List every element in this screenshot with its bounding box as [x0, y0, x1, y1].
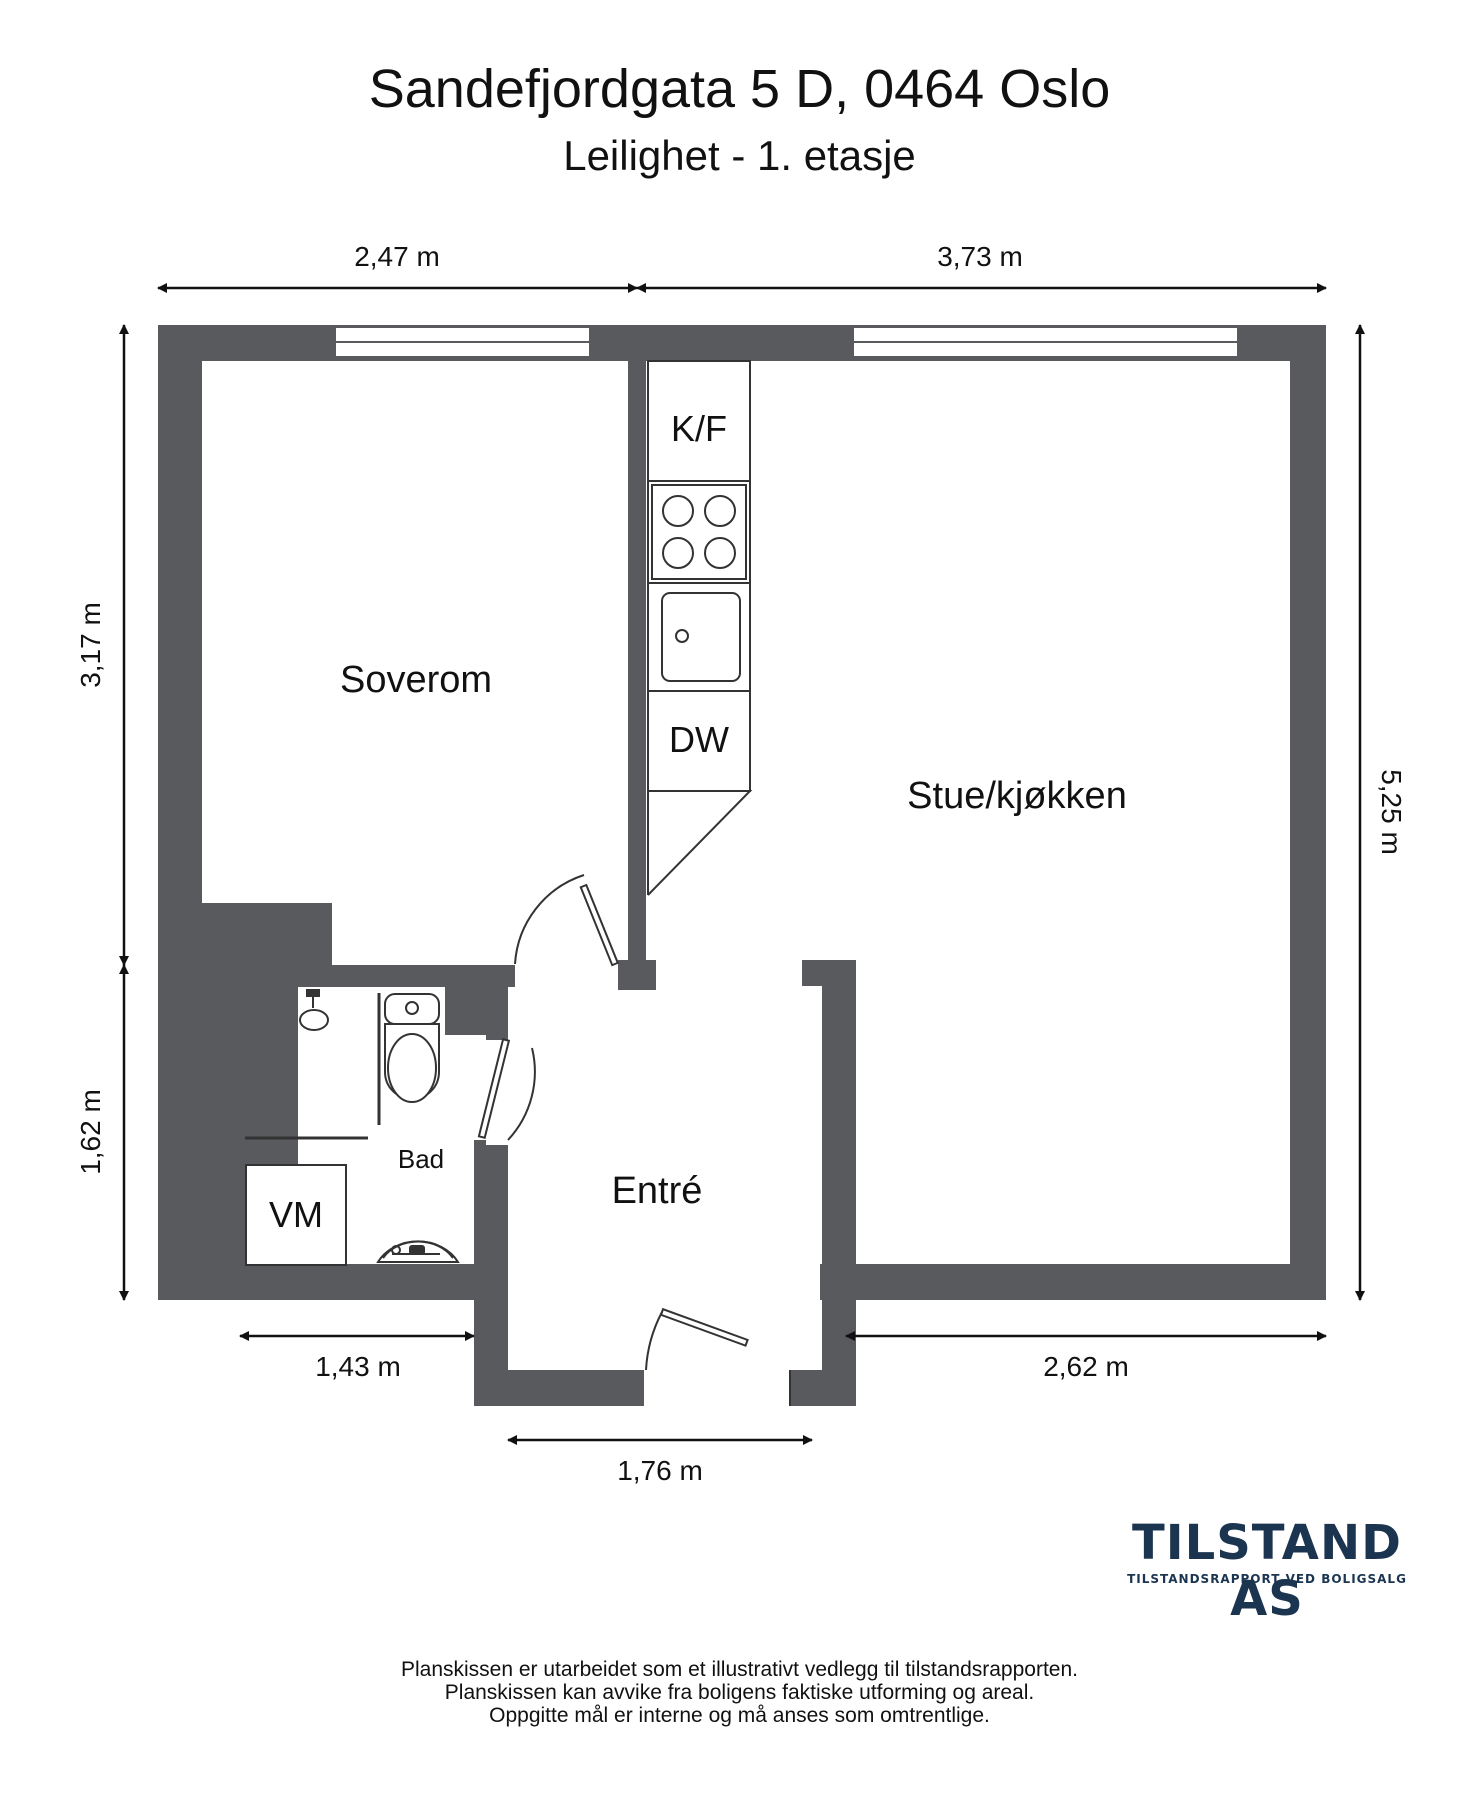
cooktop — [647, 480, 751, 584]
shower-drain — [299, 1009, 329, 1031]
door-bedroom — [514, 874, 620, 967]
walls — [158, 325, 1326, 1406]
dim-label-bottom-entry: 1,76 m — [617, 1455, 703, 1486]
label-dishwasher: DW — [669, 719, 729, 760]
wall-bath-left — [202, 975, 245, 1300]
burner — [704, 495, 736, 527]
dim-label-left-upper: 3,17 m — [75, 602, 106, 688]
fridge-freezer — [647, 360, 751, 482]
shower-head — [306, 989, 320, 997]
burner — [704, 537, 736, 569]
room-label-bathroom: Bad — [398, 1144, 444, 1174]
washing-machine — [245, 1164, 347, 1266]
wall-entry-bottom-right — [790, 1370, 856, 1406]
dim-label-bottom-right: 2,62 m — [1043, 1351, 1129, 1382]
company-tagline: TILSTANDSRAPPORT VED BOLIGSALG — [1127, 1572, 1407, 1586]
sink-counter — [647, 582, 751, 692]
wall-bath-bottom — [240, 1264, 500, 1300]
doors — [477, 874, 791, 1406]
burner — [662, 537, 694, 569]
room-label-bedroom: Soverom — [340, 659, 492, 701]
label-washing-machine: VM — [269, 1194, 323, 1235]
toilet — [384, 993, 440, 1103]
dim-label-right: 5,25 m — [1376, 769, 1407, 855]
dim-label-left-lower: 1,62 m — [75, 1089, 106, 1175]
wall-bedroom-bottom — [298, 903, 332, 975]
wall-entry-stub — [802, 960, 856, 986]
kitchen-counter — [647, 360, 753, 896]
room-label-entrance: Entré — [612, 1170, 703, 1212]
room-label-living-kitchen: Stue/kjøkken — [907, 775, 1127, 817]
bathroom-fixtures — [245, 989, 460, 1266]
wall-right — [1290, 325, 1326, 1300]
page-title: Sandefjordgata 5 D, 0464 Oslo — [368, 59, 1111, 119]
wall-bottom-right — [820, 1264, 1326, 1300]
bath-sink — [376, 1240, 460, 1263]
wall-bath-right — [486, 965, 508, 1040]
wall-bath-right-lower — [486, 1145, 508, 1300]
disclaimer-line: Planskissen er utarbeidet som et illustr… — [400, 1658, 1078, 1681]
disclaimer-line: Planskissen kan avvike fra boligens fakt… — [444, 1681, 1035, 1704]
disclaimer-line: Oppgitte mål er interne og må anses som … — [489, 1704, 990, 1727]
dimension-lines — [119, 283, 1365, 1445]
door-entrance — [645, 1307, 791, 1406]
shower — [245, 989, 381, 1140]
counter-end — [647, 790, 753, 896]
wall-partition-end — [618, 960, 656, 990]
wall-entry-right — [822, 960, 856, 1406]
dim-label-top-left: 2,47 m — [354, 241, 440, 272]
dimension-labels: 2,47 m 3,73 m 3,17 m 1,62 m 5,25 m 1,43 … — [75, 241, 1407, 1486]
dim-label-top-right: 3,73 m — [937, 241, 1023, 272]
page-subtitle: Leilighet - 1. etasje — [563, 132, 916, 179]
wall-entry-bottom-left — [474, 1370, 644, 1406]
burner — [662, 495, 694, 527]
disclaimer: Planskissen er utarbeidet som et illustr… — [0, 1658, 1479, 1727]
room-labels: Soverom Stue/kjøkken Bad Entré K/F DW VM — [269, 408, 1127, 1235]
kitchen-sink — [661, 592, 741, 682]
windows — [334, 326, 1239, 358]
dim-label-bottom-left: 1,43 m — [315, 1351, 401, 1382]
wall-partition — [628, 325, 646, 970]
door-bathroom — [477, 1038, 536, 1141]
label-fridge-freezer: K/F — [671, 408, 727, 449]
company-logo: TILSTAND AS — [1132, 1515, 1402, 1627]
